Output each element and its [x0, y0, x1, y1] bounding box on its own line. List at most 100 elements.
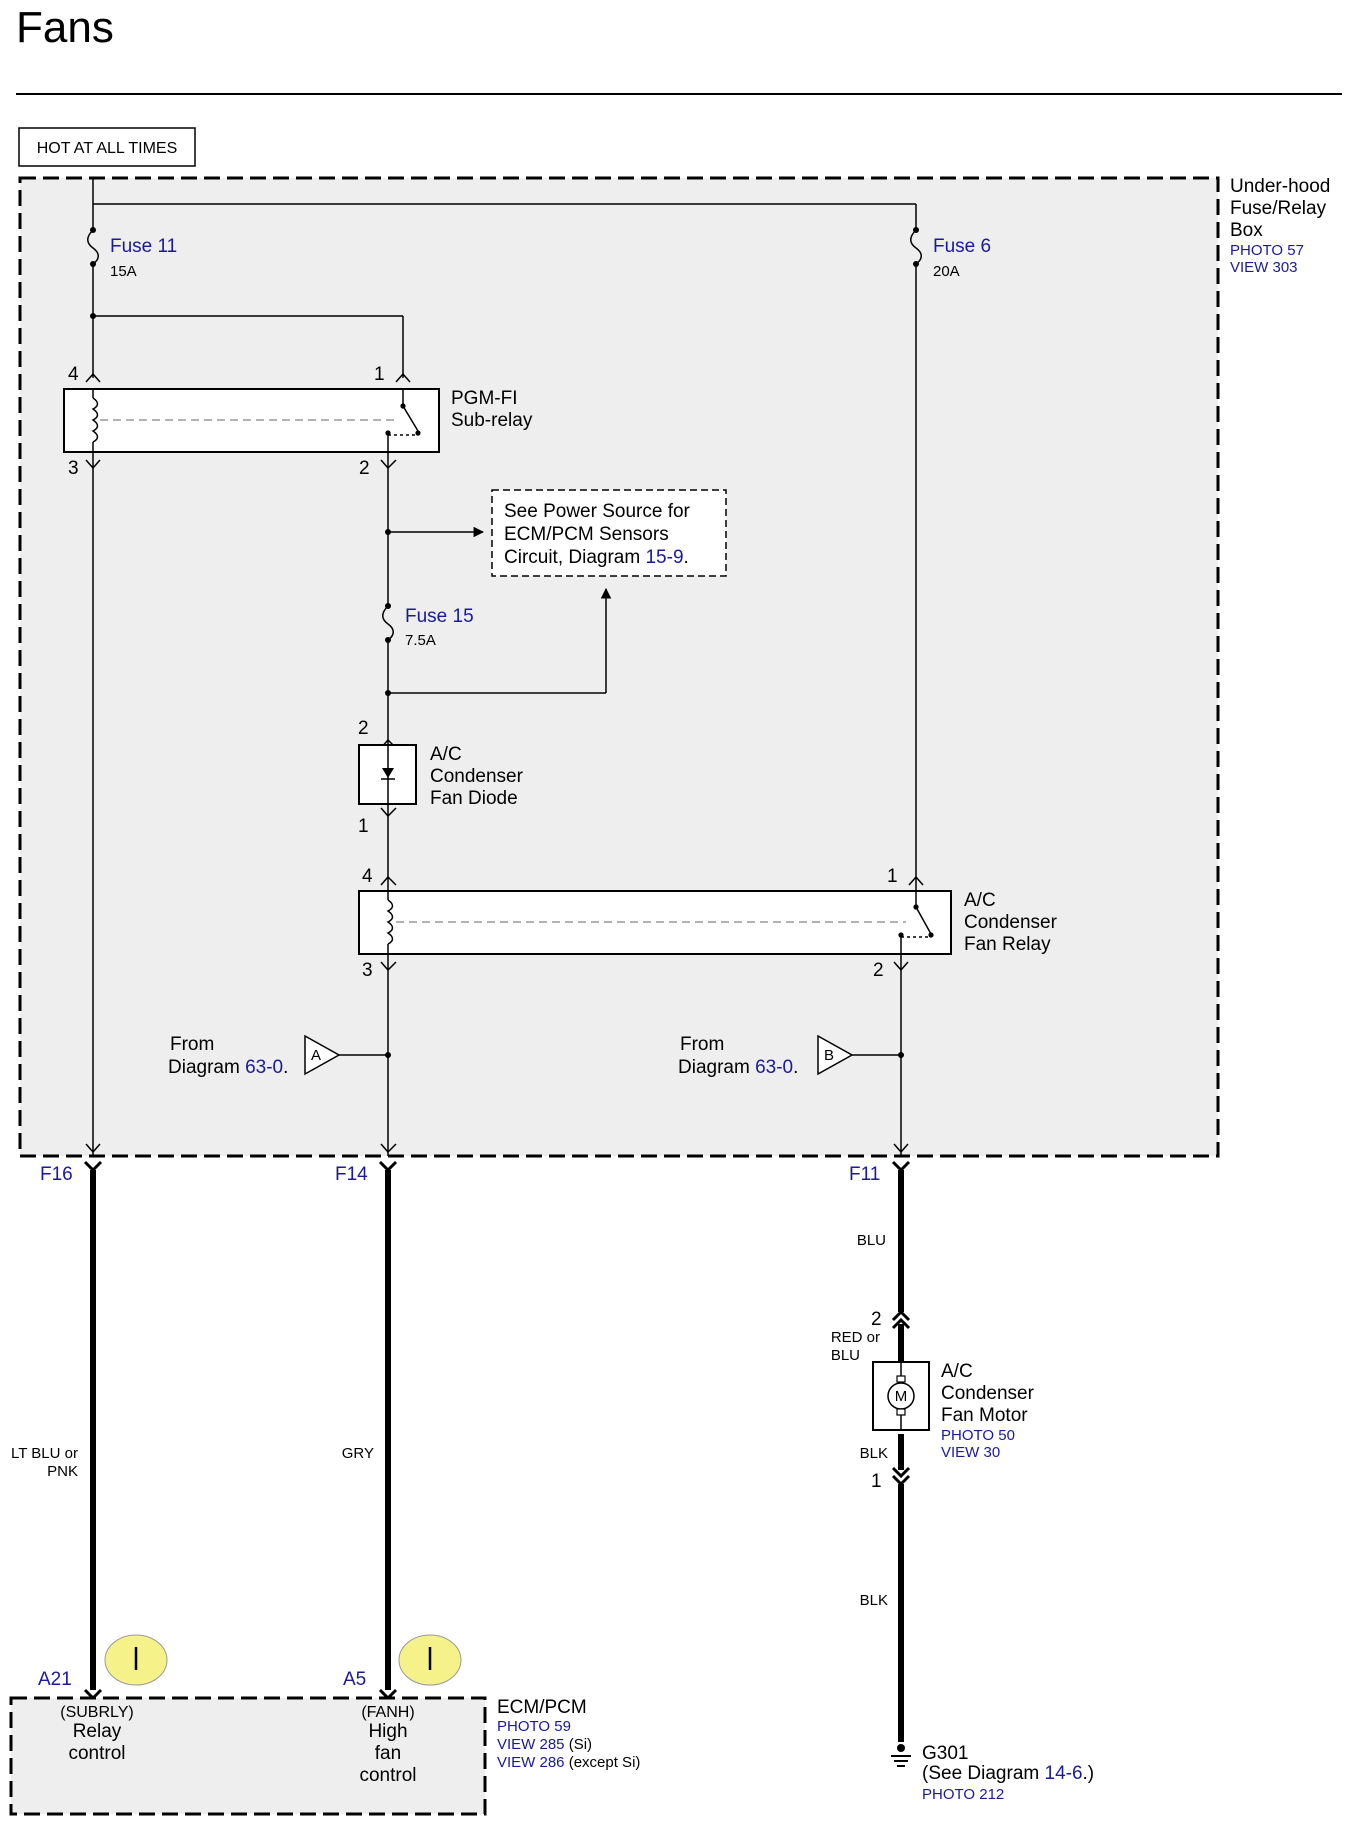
subrelay-pin-1: 1 — [374, 364, 385, 385]
ecm-pin-a21-code: (SUBRLY) — [60, 1704, 134, 1721]
fanrelay-pin-2: 2 — [873, 960, 884, 981]
hot-at-all-times-box — [18, 127, 196, 167]
ecm-pin-a5-code: (FANH) — [361, 1704, 414, 1721]
wire-color-f16-line-2: PNK — [47, 1463, 78, 1480]
subrelay-pin-2: 2 — [359, 458, 370, 479]
offpage-connector-b — [817, 1034, 854, 1076]
motor-pin-1: 1 — [871, 1471, 882, 1492]
ground-diagram-link[interactable]: 14-6 — [1045, 1763, 1083, 1784]
under-hood-fuse-relay-box — [18, 176, 1220, 1158]
note-line-1: See Power Source for — [504, 501, 691, 522]
hot-at-all-times-label: HOT AT ALL TIMES — [37, 140, 178, 157]
wire-color-motor-in-2: BLU — [831, 1347, 860, 1364]
from-a-line-1: From — [170, 1034, 214, 1055]
ecm-photo-ref[interactable]: PHOTO 59 — [497, 1718, 571, 1735]
ecm-view-286-link[interactable]: VIEW 286 — [497, 1754, 565, 1771]
wire-color-f11: BLU — [857, 1232, 886, 1249]
ecm-pin-a5-label-2: fan — [375, 1743, 401, 1764]
motor-symbol — [887, 1362, 915, 1430]
box-photo-ref[interactable]: PHOTO 57 — [1230, 242, 1304, 259]
diode-pin-1: 1 — [358, 816, 369, 837]
motor-connector-2 — [891, 1309, 911, 1330]
ecm-pin-a21-label-2: control — [68, 1743, 125, 1764]
box-view-ref[interactable]: VIEW 303 — [1230, 259, 1298, 276]
ecm-view-286: VIEW 286 (except Si) — [497, 1754, 640, 1771]
note-line-3: Circuit, Diagram 15-9. — [504, 547, 689, 568]
motor-pin-2: 2 — [871, 1309, 882, 1330]
box-label-1: Under-hood — [1230, 176, 1330, 197]
offpage-connector-a — [304, 1034, 341, 1076]
diode-symbol — [381, 745, 395, 804]
diode-label-3: Fan Diode — [430, 788, 518, 809]
ecm-pcm-name: ECM/PCM — [497, 1697, 587, 1718]
from-a-diagram-link[interactable]: 63-0 — [245, 1057, 283, 1078]
from-b-line-2: Diagram 63-0. — [678, 1057, 798, 1078]
ground-name: G301 — [922, 1743, 968, 1764]
fanrelay-label-3: Fan Relay — [964, 934, 1051, 955]
fuse-15-label: Fuse 15 — [405, 606, 474, 627]
splice-dot — [90, 313, 96, 319]
fanrelay-pin-3: 3 — [362, 960, 373, 981]
subrelay-pin-4: 4 — [68, 364, 79, 385]
note-line-2: ECM/PCM Sensors — [504, 524, 669, 545]
subrelay-feed-wires — [85, 264, 411, 383]
connector-f11: F11 — [849, 1164, 880, 1185]
motor-photo-ref[interactable]: PHOTO 50 — [941, 1427, 1015, 1444]
ecm-view-285-link[interactable]: VIEW 285 — [497, 1736, 565, 1753]
ac-condenser-fan-relay — [358, 890, 952, 955]
external-harness-wires — [90, 1170, 904, 1742]
box-label-2: Fuse/Relay — [1230, 198, 1327, 219]
motor-symbol-letter: M — [895, 1388, 908, 1405]
ecm-pin-a21-label-1: Relay — [73, 1721, 122, 1742]
motor-label-3: Fan Motor — [941, 1405, 1028, 1426]
fuse-15-rating: 7.5A — [405, 632, 436, 649]
connector-a5: A5 — [343, 1669, 366, 1690]
fuse-11-rating: 15A — [110, 263, 137, 280]
fanrelay-internals — [386, 891, 932, 954]
motor-view-ref[interactable]: VIEW 30 — [941, 1444, 1000, 1461]
subrelay-internals — [91, 389, 419, 452]
motor-label-2: Condenser — [941, 1383, 1035, 1404]
page-title: Fans — [16, 3, 114, 52]
wire-color-f14: GRY — [342, 1445, 374, 1462]
ecm-pin-a5-label-1: High — [368, 1721, 407, 1742]
box-connector-cavities — [83, 1160, 911, 1173]
note-diagram-link[interactable]: 15-9 — [645, 547, 683, 568]
from-b-diagram-link[interactable]: 63-0 — [755, 1057, 793, 1078]
fuse-15 — [382, 603, 394, 643]
connector-f14: F14 — [335, 1164, 368, 1185]
fuse-6-label: Fuse 6 — [933, 236, 991, 257]
wire-color-motor-out: BLK — [860, 1445, 888, 1462]
ground-photo-ref[interactable]: PHOTO 212 — [922, 1786, 1004, 1803]
motor-label-1: A/C — [941, 1361, 973, 1382]
diode-label-1: A/C — [430, 744, 462, 765]
fuse-6 — [910, 227, 922, 267]
ecm-pin-a5-label-3: control — [359, 1765, 416, 1786]
fuse-11-label: Fuse 11 — [110, 236, 177, 257]
subrelay-pin-3: 3 — [68, 458, 79, 479]
fuse-6-rating: 20A — [933, 263, 960, 280]
from-a-line-2: Diagram 63-0. — [168, 1057, 288, 1078]
ecm-view-285: VIEW 285 (Si) — [497, 1736, 592, 1753]
ground-note: (See Diagram 14-6.) — [922, 1763, 1094, 1784]
fanrelay-pin-4: 4 — [362, 866, 373, 887]
subrelay-label-1: PGM-FI — [451, 388, 518, 409]
connector-a21: A21 — [38, 1669, 72, 1690]
subrelay-label-2: Sub-relay — [451, 410, 533, 431]
offpage-tag-b: B — [824, 1047, 834, 1064]
power-source-note-box — [491, 489, 727, 577]
motor-connector-1 — [891, 1466, 911, 1487]
wire-color-f16-line-1: LT BLU or — [11, 1445, 78, 1462]
from-b-line-1: From — [680, 1034, 724, 1055]
fanrelay-label-1: A/C — [964, 890, 996, 911]
box-label-3: Box — [1230, 220, 1263, 241]
offpage-tag-a: A — [311, 1047, 321, 1064]
wire-color-ground: BLK — [860, 1592, 888, 1609]
diode-label-2: Condenser — [430, 766, 524, 787]
connector-f16: F16 — [40, 1164, 73, 1185]
feed-wires — [92, 178, 917, 230]
ecm-pcm-box — [9, 1696, 487, 1816]
fanrelay-label-2: Condenser — [964, 912, 1058, 933]
fanrelay-pin-1: 1 — [887, 866, 898, 887]
